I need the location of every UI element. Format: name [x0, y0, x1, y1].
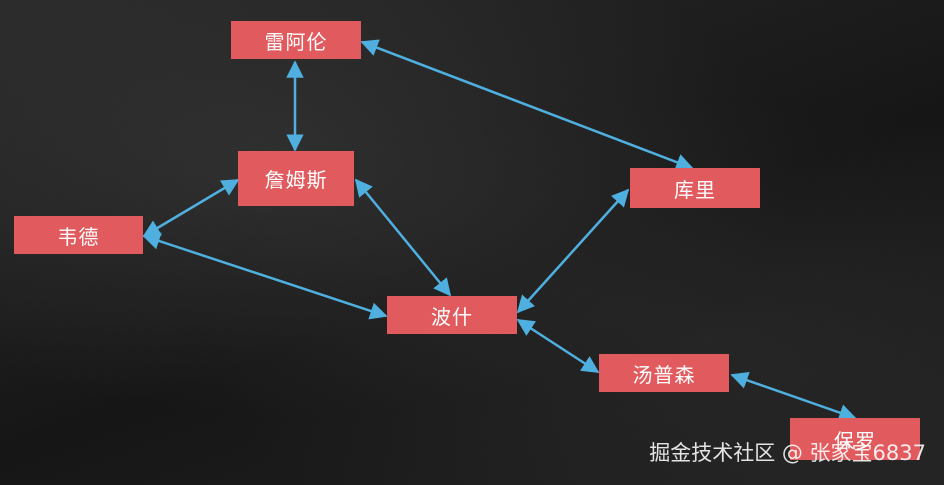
edge-tangpusen-baoluo: [730, 371, 857, 422]
node-leiaolun: 雷阿伦: [231, 21, 361, 59]
edge-boshi-kuli: [516, 188, 630, 314]
watermark-text: 掘金技术社区 @ 张家宝6837: [649, 441, 926, 465]
edge-zhanmusi-boshi: [354, 178, 452, 297]
edge-weide-boshi: [142, 232, 388, 320]
node-boshi: 波什: [387, 296, 517, 334]
node-weide: 韦德: [14, 216, 143, 254]
edge-weide-zhanmusi: [142, 178, 240, 238]
edge-boshi-tangpusen: [516, 318, 600, 374]
node-tangpusen: 汤普森: [599, 354, 729, 392]
node-zhanmusi: 詹姆斯: [238, 151, 354, 206]
edge-leiaolun-kuli: [360, 39, 694, 171]
node-kuli: 库里: [630, 168, 760, 208]
node-baoluo: 保罗: [790, 418, 920, 460]
